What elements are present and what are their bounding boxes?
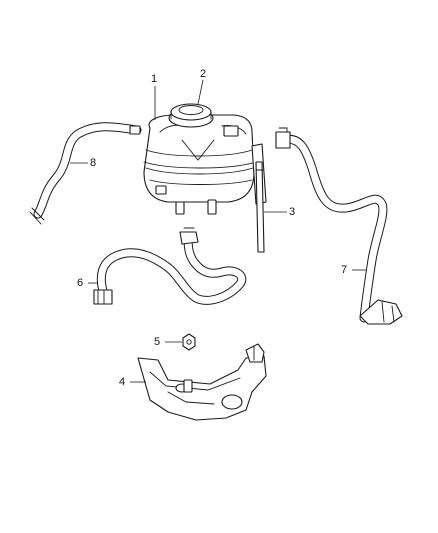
callout-2: 2 — [200, 68, 207, 80]
callout-8: 8 — [90, 157, 97, 169]
overflow-hose-part-3 — [256, 162, 264, 252]
hose-part-7 — [276, 128, 402, 324]
callout-4: 4 — [119, 376, 126, 388]
leader-lines — [70, 79, 366, 383]
leader-2 — [197, 79, 204, 105]
coolant-reservoir — [144, 115, 266, 214]
callout-5: 5 — [154, 336, 161, 348]
nut-part-5 — [183, 334, 195, 350]
hose-part-8 — [30, 126, 140, 224]
hose-part-6 — [94, 228, 242, 304]
reservoir-cap — [169, 104, 213, 127]
callout-6: 6 — [77, 277, 84, 289]
callout-7: 7 — [341, 264, 348, 276]
callout-1: 1 — [151, 73, 158, 85]
callout-3: 3 — [289, 206, 296, 218]
bracket-part-4 — [138, 344, 266, 420]
